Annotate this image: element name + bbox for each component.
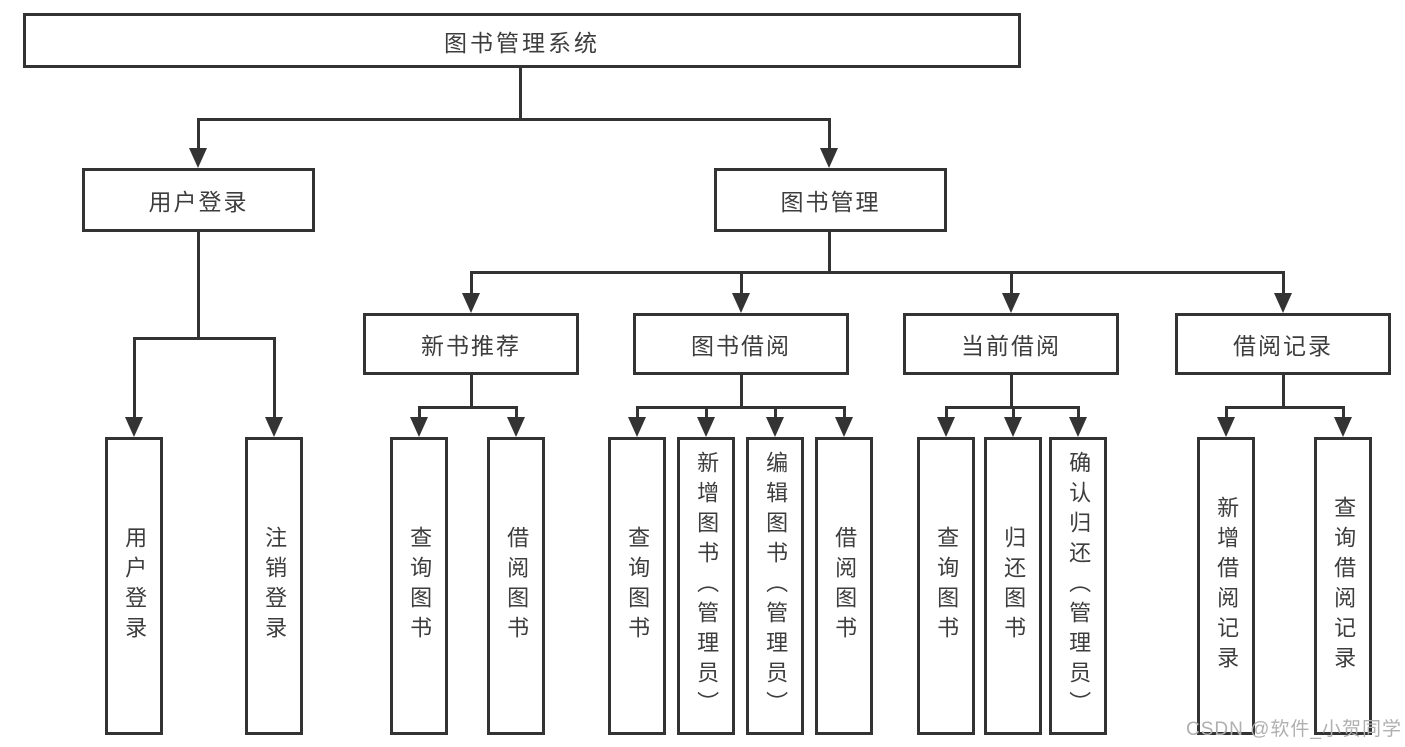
leaf-label: 借阅图书 (832, 526, 858, 646)
connector-shaft (197, 118, 200, 150)
arrow-down-icon (1004, 417, 1022, 437)
connector-group-stub (1282, 375, 1285, 409)
leaf-label: 查询图书 (407, 526, 433, 646)
leaf-edit-book-admin: 编辑图书（管理员） (746, 437, 804, 735)
connector-group-stub (740, 375, 743, 409)
leaf-label: 归还图书 (1001, 526, 1027, 646)
arrow-down-icon (937, 417, 955, 437)
connector-group-split (418, 406, 517, 409)
leaf-label: 编辑图书（管理员） (763, 451, 789, 721)
arrow-down-icon (189, 148, 207, 168)
connector-shaft (828, 118, 831, 150)
leaf-logout: 注销登录 (245, 437, 303, 735)
connector-shaft (945, 406, 948, 419)
connector-shaft (133, 337, 136, 419)
connector-shaft (1012, 406, 1015, 419)
leaf-label: 查询图书 (625, 526, 651, 646)
node-label: 新书推荐 (421, 333, 521, 359)
connector-shaft (418, 406, 421, 419)
node-label: 图书管理 (780, 189, 881, 215)
node-label: 图书管理系统 (444, 29, 600, 56)
leaf-query-books-current: 查询图书 (917, 437, 975, 735)
leaf-query-borrow-record: 查询借阅记录 (1314, 437, 1372, 735)
connector-shaft (515, 406, 518, 419)
node-user-login: 用户登录 (82, 168, 315, 232)
node-book-management: 图书管理 (714, 168, 947, 232)
leaf-confirm-return-admin: 确认归还（管理员） (1049, 437, 1107, 735)
connector-shaft (1225, 406, 1228, 419)
leaf-label: 借阅图书 (504, 526, 530, 646)
arrow-down-icon (835, 417, 853, 437)
connector-root-stub (519, 68, 522, 118)
csdn-watermark: CSDN @软件_小贺同学 (1186, 719, 1402, 740)
leaf-label: 查询图书 (934, 526, 960, 646)
leaf-label: 用户登录 (122, 526, 148, 646)
connector-book-management-split (470, 271, 1284, 274)
connector-shaft (740, 271, 743, 295)
arrow-down-icon (410, 417, 428, 437)
connector-shaft (470, 271, 473, 295)
arrow-down-icon (1069, 417, 1087, 437)
connector-root-split (197, 118, 830, 121)
connector-shaft (1077, 406, 1080, 419)
leaf-label: 注销登录 (262, 526, 288, 646)
arrow-down-icon (732, 293, 750, 313)
connector-shaft (774, 406, 777, 419)
leaf-add-borrow-record: 新增借阅记录 (1197, 437, 1255, 735)
leaf-borrow-books-borrowing: 借阅图书 (815, 437, 873, 735)
node-label: 用户登录 (148, 189, 249, 215)
arrow-down-icon (1217, 417, 1235, 437)
connector-shaft (636, 406, 639, 419)
node-label: 借阅记录 (1233, 333, 1333, 359)
connector-user-login-split (133, 337, 275, 340)
connector-group-split (636, 406, 845, 409)
leaf-query-books-borrowing: 查询图书 (608, 437, 666, 735)
leaf-label: 确认归还（管理员） (1066, 451, 1092, 721)
leaf-label: 查询借阅记录 (1331, 496, 1357, 676)
connector-shaft (1342, 406, 1345, 419)
arrow-down-icon (697, 417, 715, 437)
arrow-down-icon (1334, 417, 1352, 437)
connector-group-stub (470, 375, 473, 409)
leaf-label: 新增借阅记录 (1214, 496, 1240, 676)
leaf-borrow-books-recommend: 借阅图书 (487, 437, 545, 735)
arrow-down-icon (1274, 293, 1292, 313)
node-label: 图书借阅 (691, 333, 791, 359)
connector-book-management-stub (828, 232, 831, 271)
arrow-down-icon (628, 417, 646, 437)
arrow-down-icon (766, 417, 784, 437)
connector-user-login-stub (197, 232, 200, 340)
arrow-down-icon (1002, 293, 1020, 313)
leaf-return-books: 归还图书 (984, 437, 1042, 735)
arrow-down-icon (820, 148, 838, 168)
node-borrowing-records: 借阅记录 (1175, 313, 1391, 375)
node-current-borrowing: 当前借阅 (903, 313, 1119, 375)
connector-shaft (1282, 271, 1285, 295)
connector-group-stub (1010, 375, 1013, 409)
leaf-label: 新增图书（管理员） (694, 451, 720, 721)
arrow-down-icon (265, 417, 283, 437)
connector-shaft (273, 337, 276, 419)
leaf-query-books-recommend: 查询图书 (390, 437, 448, 735)
node-new-book-recommend: 新书推荐 (363, 313, 579, 375)
arrow-down-icon (507, 417, 525, 437)
connector-group-split (1225, 406, 1344, 409)
leaf-user-login: 用户登录 (105, 437, 163, 735)
node-library-management-system: 图书管理系统 (23, 13, 1021, 68)
connector-shaft (1010, 271, 1013, 295)
node-book-borrowing: 图书借阅 (633, 313, 849, 375)
node-label: 当前借阅 (961, 333, 1061, 359)
connector-shaft (843, 406, 846, 419)
leaf-add-book-admin: 新增图书（管理员） (677, 437, 735, 735)
arrow-down-icon (125, 417, 143, 437)
connector-shaft (705, 406, 708, 419)
arrow-down-icon (462, 293, 480, 313)
